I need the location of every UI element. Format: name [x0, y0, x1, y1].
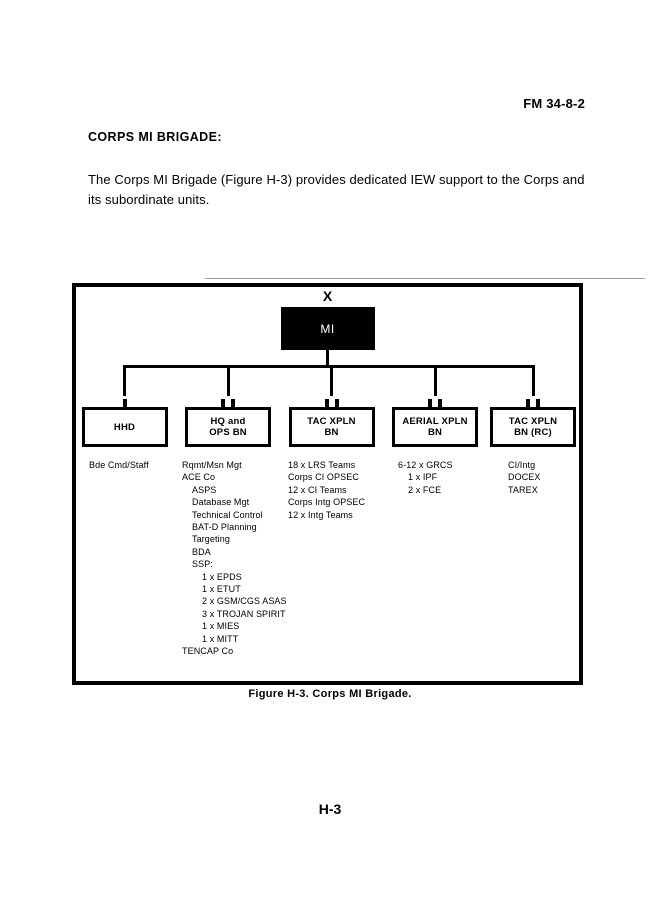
unit-detail-item: 1 x MIES: [202, 621, 240, 632]
unit-detail-list: Bde Cmd/Staff: [89, 459, 149, 471]
brigade-echelon-symbol: X: [322, 288, 333, 304]
connector-drop-5: [531, 365, 535, 396]
echelon-tick-mark: [122, 399, 127, 408]
unit-detail-item: 1 x MITT: [202, 633, 239, 644]
unit-detail-item: TENCAP Co: [182, 646, 234, 657]
connector-root-drop: [326, 350, 329, 367]
echelon-ticks-icon: [82, 399, 168, 408]
unit-detail-item: Rqmt/Msn Mgt: [182, 460, 242, 470]
unit-detail-item: BAT-D Planning: [192, 522, 257, 533]
echelon-ticks-icon: [289, 399, 375, 408]
echelon-tick-mark: [221, 399, 225, 408]
unit-detail-item: 1 x IPF: [408, 472, 438, 483]
echelon-tick-mark: [438, 399, 442, 408]
unit-detail-item: TAREX: [508, 484, 538, 495]
unit-box-mi-brigade: MI: [280, 307, 375, 350]
unit-detail-item: ASPS: [192, 484, 217, 495]
unit-detail-item: 18 x LRS Teams: [288, 460, 356, 470]
echelon-tick-mark: [334, 399, 339, 408]
unit-detail-item: Database Mgt: [192, 497, 250, 508]
echelon-tick-mark: [526, 399, 530, 408]
unit-detail-item: 12 x CI Teams: [288, 484, 347, 495]
unit-detail-item: 2 x GSM/CGS ASAS: [202, 596, 287, 607]
unit-detail-item: Technical Control: [192, 509, 263, 520]
connector-drop-4: [433, 365, 437, 396]
unit-detail-item: 12 x Intg Teams: [288, 509, 353, 520]
page-number: H-3: [318, 801, 342, 817]
connector-drop-3: [330, 365, 333, 396]
connector-drop-2: [226, 365, 230, 396]
connector-drop-1: [123, 365, 126, 396]
unit-detail-item: CI/Intg: [508, 460, 536, 470]
figure-caption: Figure H-3. Corps MI Brigade.: [248, 688, 412, 700]
connector-bus-line: [123, 365, 534, 368]
unit-detail-item: Bde Cmd/Staff: [89, 460, 149, 470]
unit-detail-item: Targeting: [192, 534, 230, 545]
section-paragraph: The Corps MI Brigade (Figure H-3) provid…: [88, 172, 585, 207]
unit-detail-item: BDA: [192, 546, 211, 557]
unit-detail-item: 3 x TROJAN SPIRIT: [202, 608, 286, 619]
unit-detail-item: Corps CI OPSEC: [288, 472, 359, 483]
unit-detail-item: ACE Co: [182, 472, 216, 483]
section-heading: CORPS MI BRIGADE:: [88, 130, 222, 144]
unit-box: HHD: [81, 407, 168, 447]
echelon-tick-mark: [428, 399, 432, 408]
unit-detail-item: 2 x FCE: [408, 484, 442, 495]
echelon-ticks-icon: [185, 399, 271, 408]
echelon-tick-mark: [536, 399, 540, 408]
echelon-ticks-icon: [490, 399, 576, 408]
unit-detail-item: SSP:: [192, 559, 213, 570]
unit-group-1: HHD: [81, 399, 168, 447]
unit-detail-item: DOCEX: [508, 472, 541, 483]
unit-detail-item: Corps Intg OPSEC: [288, 497, 366, 508]
scan-artifact-line: [205, 278, 645, 279]
unit-detail-item: 1 x EPDS: [202, 571, 242, 582]
echelon-tick-mark: [324, 399, 329, 408]
echelon-tick-mark: [231, 399, 235, 408]
echelon-ticks-icon: [392, 399, 478, 408]
document-number: FM 34-8-2: [523, 96, 585, 111]
unit-detail-item: 1 x ETUT: [202, 584, 241, 595]
unit-detail-item: 6-12 x GRCS: [398, 460, 453, 470]
